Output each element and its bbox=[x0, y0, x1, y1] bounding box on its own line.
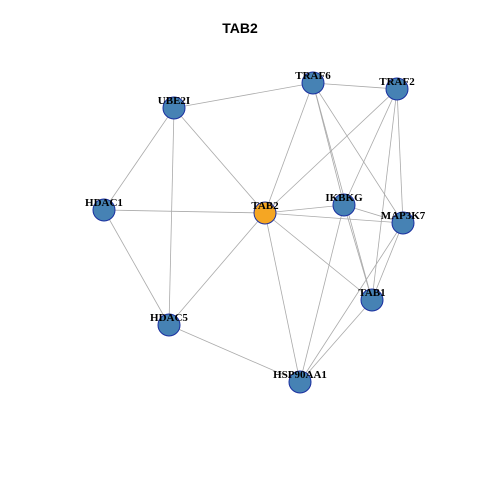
edge-ube2i-hdac1 bbox=[103, 107, 175, 211]
node-label-ube2i: UBE2I bbox=[158, 95, 190, 107]
edge-tab2-traf2 bbox=[264, 88, 398, 214]
node-ikbkg[interactable] bbox=[332, 193, 356, 217]
node-tab1[interactable] bbox=[360, 288, 384, 312]
node-hdac1[interactable] bbox=[92, 198, 116, 222]
node-label-hsp90aa1: HSP90AA1 bbox=[273, 369, 327, 381]
node-traf2[interactable] bbox=[385, 77, 409, 101]
edge-tab2-hdac1 bbox=[103, 209, 266, 214]
node-label-map3k7: MAP3K7 bbox=[381, 210, 426, 222]
edge-hdac5-hsp90aa1 bbox=[168, 324, 301, 383]
node-label-ikbkg: IKBKG bbox=[325, 192, 363, 204]
edge-tab2-ikbkg bbox=[264, 204, 345, 214]
edge-tab2-tab1 bbox=[264, 212, 373, 301]
node-label-hdac1: HDAC1 bbox=[85, 197, 123, 209]
edge-layer bbox=[103, 82, 404, 383]
node-tab2[interactable] bbox=[253, 201, 277, 225]
edge-tab2-map3k7 bbox=[264, 212, 404, 224]
edge-traf6-map3k7 bbox=[312, 82, 404, 224]
edge-ube2i-traf6 bbox=[173, 82, 314, 109]
edge-ikbkg-tab1 bbox=[343, 204, 373, 301]
node-hsp90aa1[interactable] bbox=[288, 370, 312, 394]
edge-tab2-hsp90aa1 bbox=[264, 212, 301, 383]
edge-ube2i-hdac5 bbox=[168, 107, 175, 326]
edge-hdac1-hdac5 bbox=[103, 209, 170, 326]
node-label-hdac5: HDAC5 bbox=[150, 312, 188, 324]
edge-tab2-ube2i bbox=[173, 107, 266, 214]
node-label-tab2: TAB2 bbox=[251, 200, 279, 212]
edge-ikbkg-hsp90aa1 bbox=[299, 204, 345, 383]
graph-title: TAB2 bbox=[222, 20, 258, 36]
node-label-traf2: TRAF2 bbox=[379, 76, 415, 88]
edge-tab1-hsp90aa1 bbox=[299, 299, 373, 383]
node-map3k7[interactable] bbox=[391, 211, 415, 235]
node-traf6[interactable] bbox=[301, 71, 325, 95]
edge-traf2-ikbkg bbox=[343, 88, 398, 206]
node-layer bbox=[92, 71, 415, 394]
node-hdac5[interactable] bbox=[157, 313, 181, 337]
edge-traf2-map3k7 bbox=[396, 88, 404, 224]
edge-tab2-traf6 bbox=[264, 82, 314, 214]
edge-traf6-tab1 bbox=[312, 82, 373, 301]
edge-map3k7-tab1 bbox=[371, 222, 404, 301]
node-label-tab1: TAB1 bbox=[358, 287, 385, 299]
node-label-traf6: TRAF6 bbox=[295, 70, 331, 82]
edge-traf6-traf2 bbox=[312, 82, 398, 90]
edge-map3k7-hsp90aa1 bbox=[299, 222, 404, 383]
node-ube2i[interactable] bbox=[162, 96, 186, 120]
edge-tab2-hdac5 bbox=[168, 212, 266, 326]
